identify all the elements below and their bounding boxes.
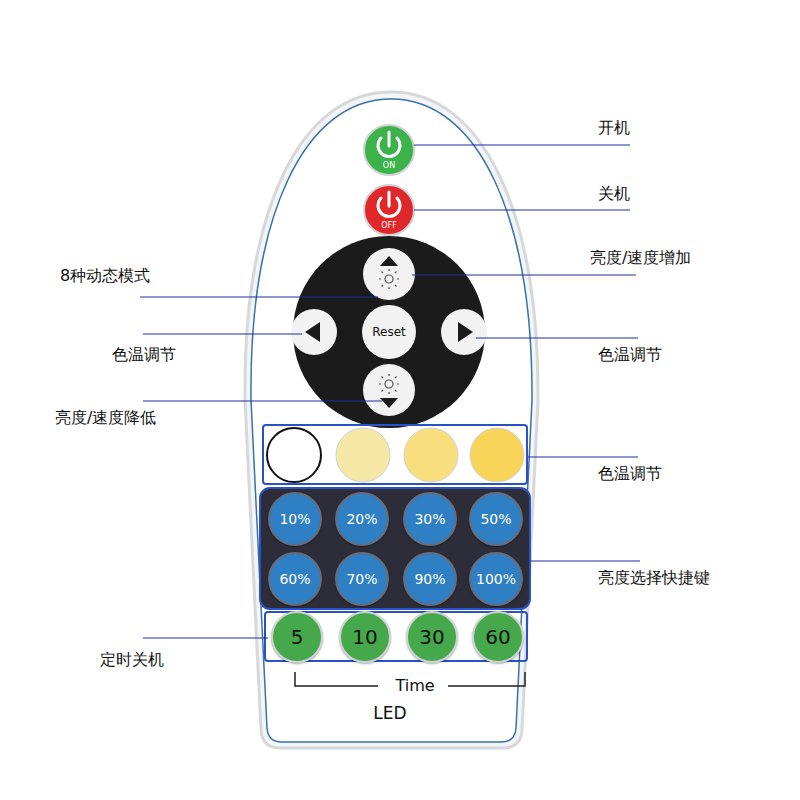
- callout-label: 关机: [598, 184, 630, 205]
- button-text: OFF: [381, 221, 397, 230]
- off-button: OFF: [364, 185, 414, 235]
- button-text: 30: [419, 625, 444, 649]
- button-text: 70%: [346, 571, 377, 587]
- timer-button: 10: [339, 611, 391, 663]
- cct-button-warm3: [470, 428, 524, 482]
- remote-border: [251, 99, 532, 742]
- button-text: ON: [383, 161, 395, 170]
- callout-label: 亮度选择快捷键: [598, 568, 710, 589]
- time-label: Time: [393, 676, 436, 695]
- callout-label: 8种动态模式: [60, 266, 150, 287]
- timer-button: 60: [472, 611, 524, 663]
- button-text: Reset: [372, 325, 406, 339]
- left-button: [291, 309, 337, 355]
- cct-button-warm1: [336, 428, 390, 482]
- button-text: 60%: [279, 571, 310, 587]
- reset-button: Reset: [362, 305, 416, 359]
- off-button-ring: [364, 185, 414, 235]
- button-text: 90%: [414, 571, 445, 587]
- on-button-ring: [364, 125, 414, 175]
- arrow-icons: [305, 256, 473, 408]
- button-text: 30%: [414, 511, 445, 527]
- cct-button-warm2: [404, 428, 458, 482]
- button-text: 10: [352, 625, 377, 649]
- brightness-button: 70%: [335, 552, 389, 606]
- timer-button: 5: [271, 611, 323, 663]
- down-button: [363, 364, 415, 416]
- callout-label: 色温调节: [112, 345, 176, 366]
- brightness-button: 20%: [335, 492, 389, 546]
- callout-label: 定时关机: [100, 650, 164, 671]
- brightness-button: 10%: [268, 492, 322, 546]
- button-text: 20%: [346, 511, 377, 527]
- brightness-group-frame: [260, 488, 530, 609]
- brightness-button: 90%: [403, 552, 457, 606]
- cct-group-frame: [263, 425, 527, 484]
- button-text: 5: [291, 625, 304, 649]
- right-button: [441, 309, 487, 355]
- brightness-button: 50%: [469, 492, 523, 546]
- power-icons: [378, 132, 400, 217]
- callout-label: 亮度/速度降低: [55, 408, 156, 429]
- up-button: [363, 248, 415, 300]
- callout-label: 亮度/速度增加: [590, 248, 691, 269]
- brand-label: LED: [373, 703, 406, 723]
- timer-button: 30: [406, 611, 458, 663]
- leader-lines: [140, 145, 640, 638]
- callout-label: 色温调节: [598, 345, 662, 366]
- button-text: 10%: [279, 511, 310, 527]
- callout-label: 开机: [598, 118, 630, 139]
- callout-label: 色温调节: [598, 464, 662, 485]
- cct-button-white: [267, 428, 321, 482]
- remote-body: [245, 92, 538, 748]
- brightness-button: 30%: [403, 492, 457, 546]
- on-button: ON: [364, 125, 414, 175]
- button-text: 50%: [480, 511, 511, 527]
- button-text: 60: [485, 625, 510, 649]
- brightness-button: 100%: [469, 552, 523, 606]
- brightness-button: 60%: [268, 552, 322, 606]
- button-text: 100%: [476, 571, 516, 587]
